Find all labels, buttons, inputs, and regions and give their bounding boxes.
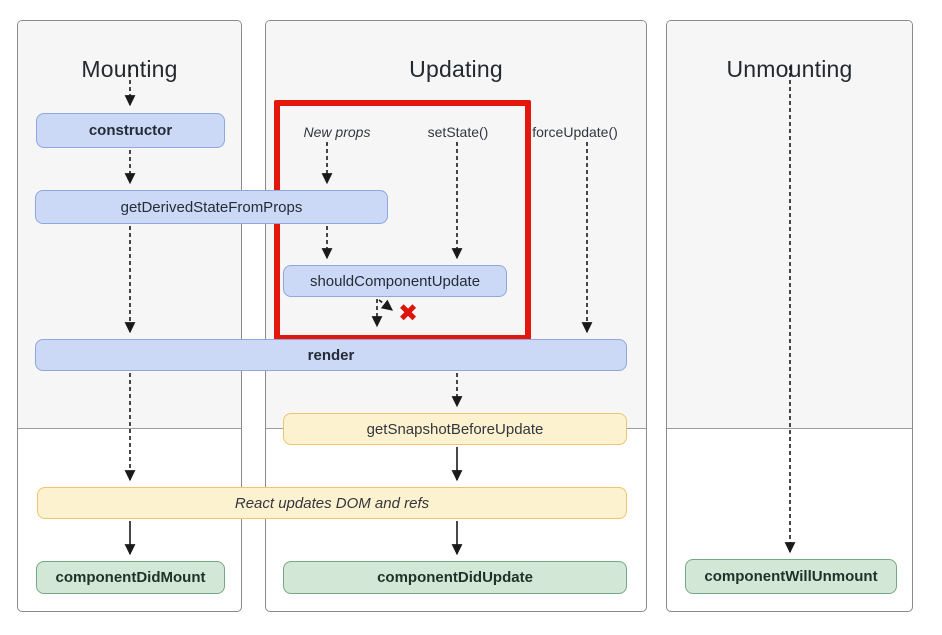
component-did-mount-node: componentDidMount xyxy=(36,561,225,594)
component-will-unmount-node: componentWillUnmount xyxy=(685,559,897,594)
react-updates-dom-node: React updates DOM and refs xyxy=(37,487,627,519)
mounting-column: Mounting xyxy=(17,20,242,612)
constructor-node: constructor xyxy=(36,113,225,148)
new-props-label: New props xyxy=(303,124,371,140)
unmounting-title: Unmounting xyxy=(726,56,853,82)
set-state-label: setState() xyxy=(427,124,489,140)
update-blocked-x-icon: ✖ xyxy=(397,300,419,327)
force-update-label: forceUpdate() xyxy=(532,124,618,140)
get-derived-state-from-props-node: getDerivedStateFromProps xyxy=(35,190,388,224)
get-snapshot-before-update-node: getSnapshotBeforeUpdate xyxy=(283,413,627,445)
unmounting-column: Unmounting xyxy=(666,20,913,612)
mounting-title: Mounting xyxy=(81,56,178,82)
component-did-update-node: componentDidUpdate xyxy=(283,561,627,594)
render-node: render xyxy=(35,339,627,371)
updating-title: Updating xyxy=(409,56,503,82)
should-component-update-node: shouldComponentUpdate xyxy=(283,265,507,297)
